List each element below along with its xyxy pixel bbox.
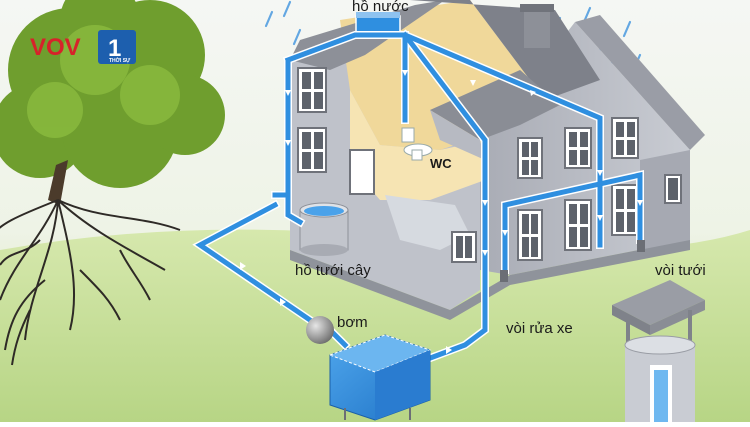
- logo-sub-text: THỜI SỰ: [109, 56, 131, 64]
- pump-icon: [306, 316, 334, 344]
- logo-channel-text: 1: [108, 35, 121, 62]
- well-illustration: [612, 280, 705, 422]
- label-garden-tap: vòi tưới: [655, 262, 706, 279]
- underground-cistern: [328, 334, 432, 421]
- logo-brand-text: VOV: [30, 34, 81, 61]
- label-garden-tank: hồ tưới cây: [295, 262, 371, 279]
- garden-tank: [299, 202, 349, 256]
- vov-logo: VOV 1 THỜI SỰ: [30, 30, 136, 64]
- label-wc: WC: [430, 156, 452, 171]
- label-pump: bơm: [337, 314, 368, 331]
- tap-icons: [500, 240, 645, 282]
- roof-water-tank: [355, 12, 401, 35]
- toilet-illustration: [401, 127, 433, 161]
- water-pipes: [192, 29, 644, 366]
- label-roof-tank: hồ nước: [352, 0, 409, 15]
- grass-ground: [0, 229, 750, 422]
- label-car-wash-tap: vòi rửa xe: [506, 320, 573, 337]
